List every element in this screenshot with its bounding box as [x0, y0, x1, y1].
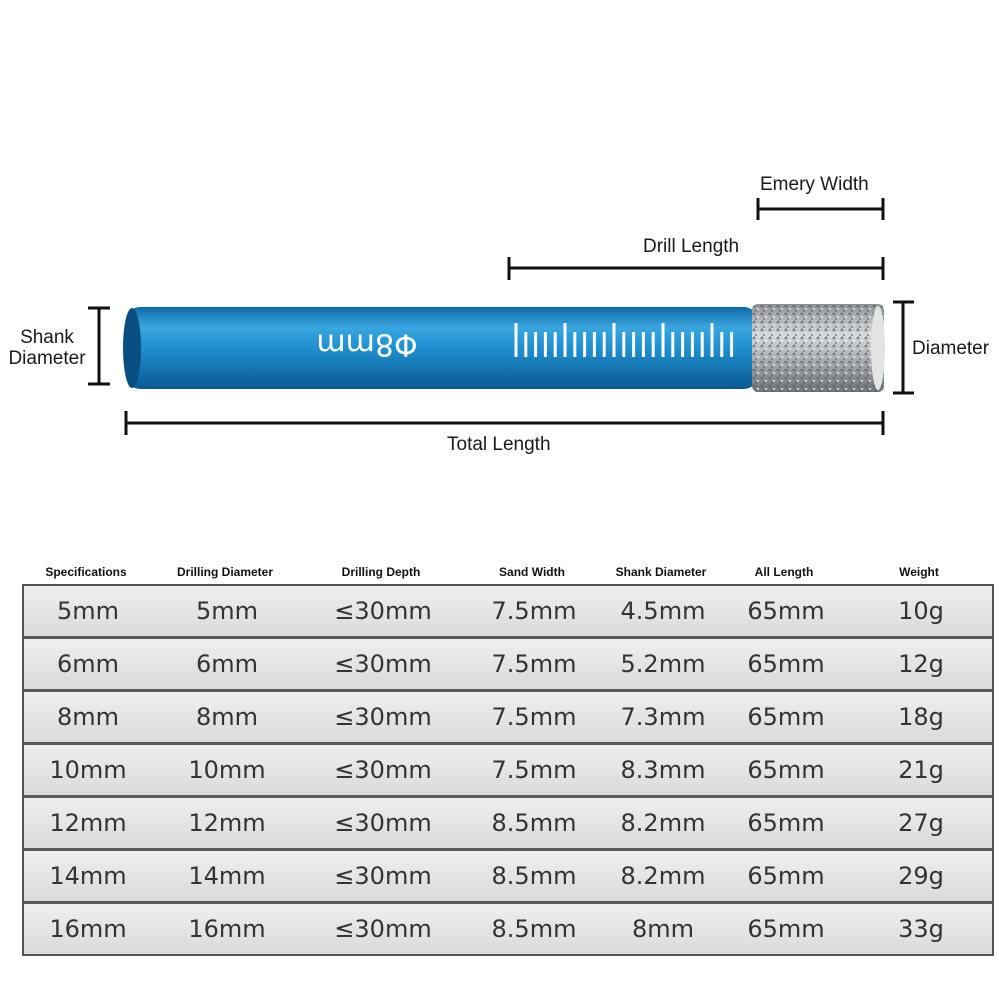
table-row: 6mm 6mm ≤30mm 7.5mm 5.2mm 65mm 12g [24, 639, 992, 692]
table-cell: 6mm [195, 650, 259, 678]
table-cell: 14mm [49, 862, 127, 890]
table-cell: 65mm [747, 756, 825, 784]
table-cell: 8.2mm [620, 862, 706, 890]
table-cell: ≤30mm [334, 862, 432, 890]
table-header-row: Specifications Drilling Diameter Drilling … [22, 560, 994, 584]
table-row: 16mm 16mm ≤30mm 8.5mm 8mm 65mm 33g [24, 904, 992, 954]
shank-diameter-label: Shank Diameter [8, 327, 86, 369]
table-cell: 8.2mm [620, 809, 706, 837]
column-header: Drilling Diameter [176, 565, 274, 579]
table-cell: 7.5mm [491, 597, 577, 625]
table-row: 12mm 12mm ≤30mm 8.5mm 8.2mm 65mm 27g [24, 798, 992, 851]
table-cell: 5.2mm [620, 650, 706, 678]
table-cell: 10g [898, 597, 944, 625]
table-row: 10mm 10mm ≤30mm 7.5mm 8.3mm 65mm 21g [24, 745, 992, 798]
table-body: 5mm 5mm ≤30mm 7.5mm 4.5mm 65mm 10g 6mm 6mm ≤30mm 7… [22, 584, 994, 956]
table-cell: 10mm [49, 756, 127, 784]
shank-end-cap [123, 308, 141, 388]
table-cell: 5mm [195, 597, 259, 625]
drill-bit-drawing: Φ8mm [88, 198, 914, 435]
table-cell: 8mm [56, 703, 120, 731]
tip-face [871, 306, 885, 390]
table-cell: 65mm [747, 915, 825, 943]
drill-bit-diagram: Φ8mm Emery Width Drill Length Shank Diam… [0, 0, 1001, 500]
diameter-dimension [893, 300, 914, 395]
total-length-label: Total Length [447, 434, 551, 455]
table-cell: 33g [898, 915, 944, 943]
table-cell: 16mm [188, 915, 266, 943]
table-cell: 8mm [631, 915, 695, 943]
table-cell: 14mm [188, 862, 266, 890]
table-cell: ≤30mm [334, 809, 432, 837]
table-cell: ≤30mm [334, 915, 432, 943]
table-cell: 7.5mm [491, 703, 577, 731]
table-cell: 16mm [49, 915, 127, 943]
table-row: 5mm 5mm ≤30mm 7.5mm 4.5mm 65mm 10g [24, 586, 992, 639]
table-cell: 8.5mm [491, 862, 577, 890]
table-cell: ≤30mm [334, 703, 432, 731]
diameter-label: Diameter [912, 338, 990, 359]
emery-width-dimension [756, 198, 885, 220]
column-header: Weight [899, 565, 939, 579]
table-cell: 12g [898, 650, 944, 678]
table-cell: 7.5mm [491, 756, 577, 784]
column-header: Shank Diameter [615, 565, 707, 579]
shank-size-marking: Φ8mm [316, 327, 417, 362]
drill-length-dimension [507, 257, 885, 280]
table-cell: ≤30mm [334, 597, 432, 625]
table-cell: 8mm [195, 703, 259, 731]
column-header: Specifications [45, 565, 127, 579]
table-cell: 65mm [747, 597, 825, 625]
table-cell: 8.5mm [491, 809, 577, 837]
table-cell: 65mm [747, 650, 825, 678]
table-cell: 65mm [747, 809, 825, 837]
table-cell: 27g [898, 809, 944, 837]
column-header: All Length [754, 565, 814, 579]
drill-shank [126, 307, 758, 389]
depth-scale-marks [514, 323, 734, 357]
table-cell: 65mm [747, 703, 825, 731]
table-cell: 8.5mm [491, 915, 577, 943]
table-cell: ≤30mm [334, 756, 432, 784]
specification-table: Specifications Drilling Diameter Drilling … [22, 560, 994, 956]
table-cell: 18g [898, 703, 944, 731]
table-cell: 12mm [49, 809, 127, 837]
table-cell: 6mm [56, 650, 120, 678]
table-cell: 7.5mm [491, 650, 577, 678]
emery-grit-texture [752, 304, 884, 392]
drill-length-label: Drill Length [643, 236, 740, 257]
column-header: Sand Width [499, 565, 565, 579]
table-cell: 4.5mm [620, 597, 706, 625]
emery-width-label: Emery Width [760, 174, 869, 195]
shank-diameter-dimension [88, 306, 110, 386]
column-header: Drilling Depth [341, 565, 421, 579]
table-cell: 8.3mm [620, 756, 706, 784]
total-length-dimension [124, 411, 885, 435]
table-cell: ≤30mm [334, 650, 432, 678]
table-cell: 21g [898, 756, 944, 784]
table-cell: 29g [898, 862, 944, 890]
table-cell: 65mm [747, 862, 825, 890]
table-row: 14mm 14mm ≤30mm 8.5mm 8.2mm 65mm 29g [24, 851, 992, 904]
table-cell: 5mm [56, 597, 120, 625]
table-cell: 10mm [188, 756, 266, 784]
table-row: 8mm 8mm ≤30mm 7.5mm 7.3mm 65mm 18g [24, 692, 992, 745]
table-cell: 12mm [188, 809, 266, 837]
table-cell: 7.3mm [620, 703, 706, 731]
